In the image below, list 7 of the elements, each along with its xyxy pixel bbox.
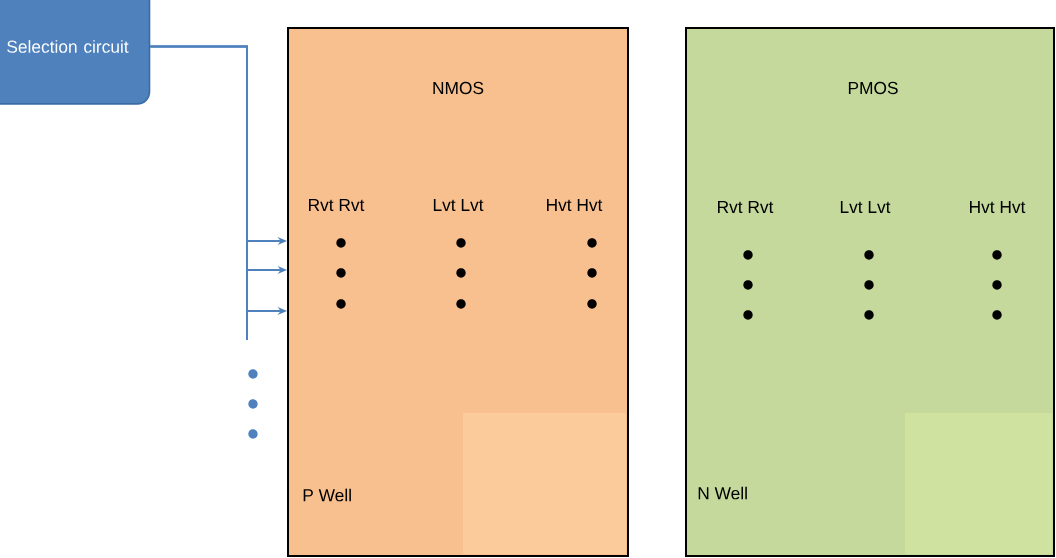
column-label: Rvt Rvt xyxy=(718,201,774,214)
column-label: Hvt Hvt xyxy=(547,199,603,212)
column-label: Lvt Lvt xyxy=(840,201,891,214)
column-label: Rvt Rvt xyxy=(309,199,365,212)
process-box: Selection circuit xyxy=(0,0,151,105)
column-label: Hvt Hvt xyxy=(970,201,1026,214)
column-label: Lvt Lvt xyxy=(433,199,484,212)
